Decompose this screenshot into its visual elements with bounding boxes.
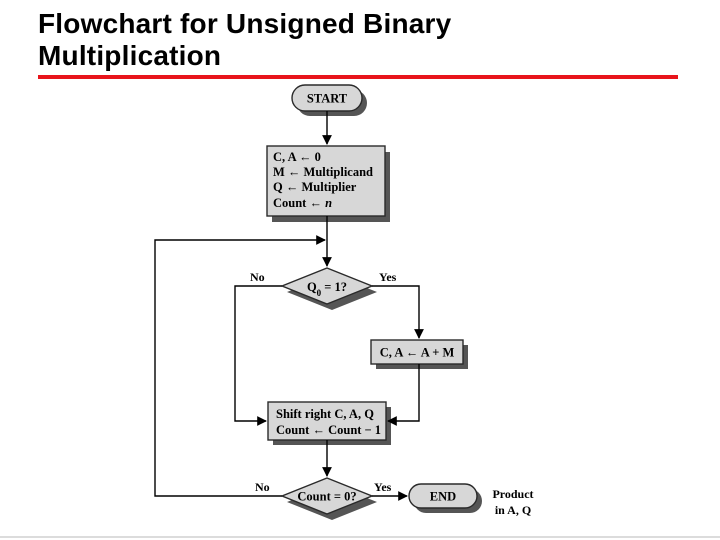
start-label: START [307,92,348,106]
init-line-2: M ← Multiplicand [273,165,373,179]
footer-divider [0,536,720,538]
shift-box: Shift right C, A, Q Count ← Count − 1 [267,401,391,445]
decision-count-label: Count = 0? [297,490,356,504]
end-label: END [430,490,456,504]
label-no-q0: No [250,270,265,284]
add-label: C, A ← A + M [380,346,455,360]
decision-q0-label: Q0 = 1? [307,280,347,298]
init-line-1: C, A ← 0 [273,150,321,164]
result-line-2: in A, Q [495,503,531,517]
init-line-3: Q ← Multiplier [273,180,357,194]
init-line-4: Count ← n [273,196,332,210]
label-yes-count: Yes [374,480,392,494]
arrow-add-to-shift [387,364,420,426]
start-terminator: START [291,84,367,116]
arrow-q0-yes [372,285,424,339]
decision-count: Count = 0? [280,477,377,520]
init-box: C, A ← 0 M ← Multiplicand Q ← Multiplier… [266,145,390,222]
slide-title: Flowchart for Unsigned Binary Multiplica… [38,8,451,72]
arrow-count-no-loop [154,235,326,497]
title-underline [38,75,678,79]
arrow-q0-no [234,285,282,426]
shift-line-2: Count ← Count − 1 [276,423,381,437]
end-terminator: END [408,483,482,513]
decision-q0: Q0 = 1? [280,267,377,310]
slide-title-line2: Multiplication [38,40,222,71]
shift-line-1: Shift right C, A, Q [276,407,374,421]
label-yes-q0: Yes [379,270,397,284]
slide-title-line1: Flowchart for Unsigned Binary [38,8,452,39]
add-box: C, A ← A + M [370,339,468,369]
result-line-1: Product [492,487,533,501]
label-no-count: No [255,480,270,494]
